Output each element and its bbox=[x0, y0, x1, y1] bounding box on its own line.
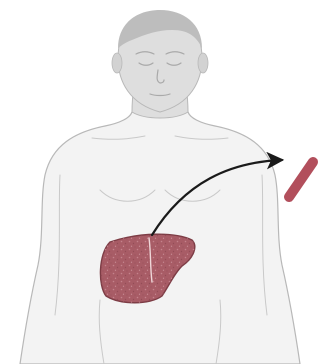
liver-strip-icon bbox=[289, 162, 313, 197]
human-torso-icon bbox=[20, 10, 300, 364]
left-ear bbox=[112, 53, 122, 73]
right-ear bbox=[198, 53, 208, 73]
